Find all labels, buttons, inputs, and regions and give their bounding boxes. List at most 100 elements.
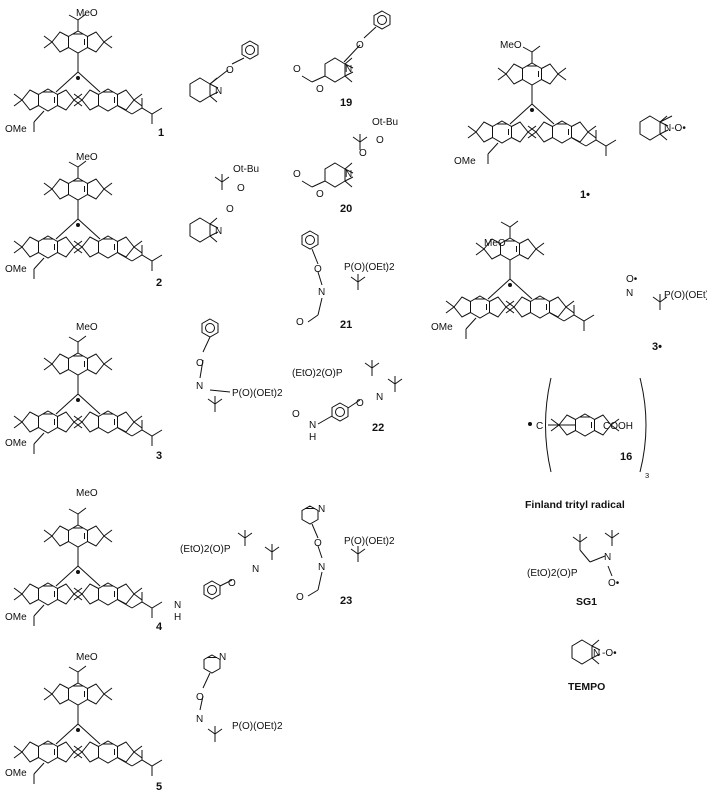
atom-o: O — [316, 189, 324, 200]
ester-label: MeO — [76, 322, 98, 333]
compound-19: O O N O 19 — [293, 10, 391, 109]
compound-number: 2 — [156, 277, 162, 289]
compound-3: MeO OMe O N P(O)(OEt)2 3 — [5, 318, 283, 462]
atom-n: N — [376, 392, 383, 403]
ester-label: OMe — [454, 156, 476, 167]
atom-c: C — [536, 421, 543, 432]
ester-label: OMe — [431, 322, 453, 333]
atom-n: N — [196, 381, 203, 392]
atom-o: O — [196, 358, 204, 369]
ester-label: MeO — [484, 238, 506, 249]
atom-o: O — [314, 264, 322, 275]
atom-n: N — [219, 652, 226, 663]
ester-label: MeO — [500, 40, 522, 51]
ester-label: MeO — [76, 152, 98, 163]
atom-o: O — [226, 204, 234, 215]
ester-label: OMe — [5, 612, 27, 623]
caption-sg1: SG1 — [576, 596, 597, 608]
subscript-3: 3 — [645, 471, 649, 480]
atom-o: O — [228, 578, 236, 589]
compound-1: MeO OMe N O 1 — [5, 8, 259, 139]
atom-n: N — [196, 714, 203, 725]
ester-label: MeO — [76, 8, 98, 19]
atom-h: H — [174, 612, 181, 623]
ester-label: MeO — [76, 488, 98, 499]
compound-2: MeO OMe Ot-Bu O N O 2 — [5, 152, 259, 289]
atom-n: N — [215, 86, 222, 97]
tbu-ester-label: Ot-Bu — [233, 164, 259, 175]
nitroxide-label: -O• — [602, 648, 617, 659]
phosphonate-label: P(O)(OEt)2 — [232, 388, 283, 399]
caption-tempo: TEMPO — [568, 681, 605, 693]
compound-number: 1 — [158, 127, 164, 139]
atom-n: N — [604, 552, 611, 563]
atom-n: N — [626, 288, 633, 299]
compound-5: MeO OMe N O N P(O)(OEt)2 5 — [5, 652, 283, 793]
atom-o: O — [293, 64, 301, 75]
finland-trityl-structure: C COOH 16 3 Finland trityl radical — [525, 377, 649, 511]
compound-21: O N P(O)(OEt)2 O 21 — [296, 230, 395, 331]
compound-23: N O N P(O)(OEt)2 O 23 — [296, 504, 395, 607]
compound-number: 4 — [156, 621, 163, 633]
atom-o: O — [316, 84, 324, 95]
compound-number: 3 — [156, 450, 162, 462]
atom-n: N — [174, 600, 181, 611]
nitroxide-label: O• — [626, 274, 638, 285]
compound-3-radical: MeO OMe O• N P(O)(OEt)2 3• — [431, 221, 707, 353]
atom-o: O — [237, 183, 245, 194]
nitroxide-label: O• — [608, 578, 620, 589]
ester-label: OMe — [5, 438, 27, 449]
ester-label: OMe — [5, 264, 27, 275]
phosphonate-label: P(O)(OEt)2 — [344, 262, 395, 273]
atom-o: O — [226, 65, 234, 76]
tempo-structure: N -O• TEMPO — [568, 639, 617, 693]
atom-n: N — [345, 169, 352, 180]
atom-o: O — [356, 40, 364, 51]
atom-n: N — [593, 648, 600, 659]
phosphonate-label: (EtO)2(O)P — [527, 568, 578, 579]
phosphonate-label: P(O)(OEt)2 — [232, 721, 283, 732]
ester-label: MeO — [76, 652, 98, 663]
compound-4: MeO OMe (EtO)2(O)P N O N H 4 — [5, 488, 280, 633]
atom-o: O — [292, 409, 300, 420]
acid-label: COOH — [603, 421, 633, 432]
atom-o: O — [296, 592, 304, 603]
atom-n: N — [252, 564, 259, 575]
atom-n: N — [345, 64, 352, 75]
compound-number: 1• — [580, 189, 590, 201]
phosphonate-label: (EtO)2(O)P — [180, 544, 231, 555]
atom-n: N — [318, 562, 325, 573]
tbu-ester-label: Ot-Bu — [372, 117, 398, 128]
compound-number: 16 — [620, 451, 632, 463]
atom-o: O — [376, 135, 384, 146]
compound-number: 20 — [340, 203, 352, 215]
compound-22: (EtO)2(O)P N O N H O 22 — [292, 359, 403, 443]
sg1-structure: (EtO)2(O)P N O• SG1 — [527, 529, 620, 608]
compound-number: 21 — [340, 319, 352, 331]
atom-o: O — [359, 148, 367, 159]
phosphonate-label: P(O)(OEt)2 — [344, 536, 395, 547]
compound-number: 3• — [652, 341, 662, 353]
compound-20: Ot-Bu O O O N O 20 — [293, 117, 398, 215]
atom-o: O — [196, 692, 204, 703]
ester-label: OMe — [5, 124, 27, 135]
phosphonate-label: (EtO)2(O)P — [292, 368, 343, 379]
atom-n: N — [309, 420, 316, 431]
compound-number: 5 — [156, 781, 162, 793]
caption-finland-trityl: Finland trityl radical — [525, 499, 625, 511]
atom-n: N — [318, 504, 325, 515]
atom-n: N — [215, 226, 222, 237]
atom-h: H — [309, 432, 316, 443]
atom-o: O — [314, 538, 322, 549]
compound-number: 19 — [340, 97, 352, 109]
nitroxide-label: N-O• — [664, 123, 686, 134]
atom-o: O — [293, 169, 301, 180]
ester-label: OMe — [5, 768, 27, 779]
atom-o: O — [296, 317, 304, 328]
compound-1-radical: MeO OMe N-O• 1• — [454, 40, 686, 201]
atom-o: O — [356, 398, 364, 409]
compound-number: 23 — [340, 595, 352, 607]
atom-n: N — [318, 287, 325, 298]
